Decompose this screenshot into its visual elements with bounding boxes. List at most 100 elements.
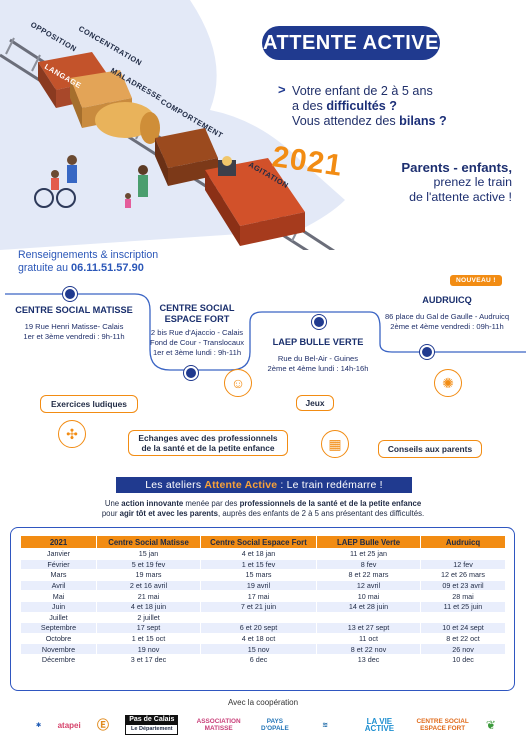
table-cell: 15 mars [200, 569, 317, 581]
table-cell: 19 avril [200, 579, 317, 592]
table-cell: 11 et 25 jan [316, 548, 421, 560]
activity-echanges: Echanges avec des professionnels de la s… [128, 430, 288, 456]
lead-question: Votre enfant de 2 à 5 ans a des difficul… [278, 84, 508, 129]
intro-part: menée par des [183, 499, 240, 508]
banner-highlight: Attente Active [204, 479, 278, 491]
table-cell: 17 mai [200, 590, 317, 602]
table-cell: 10 et 24 sept [420, 622, 506, 634]
table-cell: 3 et 17 dec [96, 653, 201, 666]
route-line [5, 293, 526, 371]
table-header-cell: Audruicq [420, 535, 506, 549]
table-cell: 12 avril [316, 579, 421, 592]
location-pin-icon [63, 287, 77, 301]
family-illustration [34, 155, 148, 208]
table-cell: 17 sept [96, 622, 201, 634]
page-title: ATTENTE ACTIVE [262, 26, 440, 60]
logo-pdc-text: Pas de Calais [125, 715, 179, 724]
intro-part: action innovante [121, 499, 184, 508]
logo-vie-active: LA VIE ACTIVE [364, 717, 395, 733]
table-header-cell: LAEP Bulle Verte [316, 535, 421, 549]
table-cell [420, 548, 506, 560]
logo-matisse: ASSOCIATION MATISSE [196, 718, 241, 732]
table-cell: 21 mai [96, 590, 201, 602]
location-matisse: CENTRE SOCIAL MATISSE 19 Rue Henri Matis… [10, 305, 138, 342]
table-cell: 19 mars [96, 569, 201, 581]
location-address: 86 place du Gal de Gaulle - Audruicq [384, 312, 510, 321]
table-header-cell: 2021 [20, 535, 97, 549]
contact-line-1: Renseignements & inscription [18, 249, 159, 261]
table-cell: Juillet [20, 611, 97, 624]
wagon-4 [155, 128, 218, 186]
table-cell: 10 dec [420, 653, 506, 666]
banner-post: : Le train redémarre ! [280, 479, 383, 491]
table-cell: 12 et 26 mars [420, 569, 506, 581]
logo-emblem: Ⓔ [96, 717, 109, 732]
location-bulle-verte: LAEP BULLE VERTE Rue du Bel-Air - Guines… [256, 337, 380, 374]
cooperation-label: Avec la coopération [227, 698, 299, 707]
table-cell: 10 mai [316, 590, 421, 602]
logo-leaf: ❦ [485, 717, 496, 732]
intro-part: , auprès des enfants de 2 à 5 ans présen… [217, 509, 425, 518]
logo-espace-fort: CENTRE SOCIAL ESPACE FORT [416, 718, 469, 732]
train-illustration: OPPOSITION CONCENTRATION LANGAGE MALADRE… [0, 0, 345, 250]
new-badge: NOUVEAU ! [450, 275, 502, 286]
table-cell: 13 et 27 sept [316, 622, 421, 634]
location-pin-icon [420, 345, 434, 359]
logo-atapei: atapei [57, 720, 81, 730]
location-name-2: ESPACE FORT [164, 314, 230, 324]
location-schedule: 2ème et 4ème vendredi : 09h-11h [390, 322, 504, 331]
table-cell: 2 juillet [96, 611, 201, 624]
slogan-line-2: prenez le train [433, 175, 512, 189]
location-address: 19 Rue Henri Matisse- Calais [24, 322, 124, 331]
table-cell: 19 nov [96, 643, 201, 655]
table-cell: 4 et 18 jan [200, 548, 317, 560]
lead-line-3b: bilans ? [399, 114, 447, 128]
section-banner: Les ateliers Attente Active : Le train r… [116, 477, 412, 493]
activity-jeux: Jeux [296, 395, 334, 411]
intro-part: Une [104, 499, 122, 508]
phone-number[interactable]: 06.11.51.57.90 [71, 262, 144, 274]
wagon-3 [95, 102, 160, 144]
table-cell: 2 et 16 avril [96, 579, 201, 592]
table-cell: 26 nov [420, 643, 506, 655]
table-cell: Avril [20, 579, 97, 592]
table-cell: 1 et 15 oct [96, 632, 201, 645]
location-pin-icon [184, 366, 198, 380]
table-cell: 4 et 18 juin [96, 600, 201, 613]
table-cell: 28 mai [420, 590, 506, 602]
location-name: LAEP BULLE VERTE [272, 337, 364, 347]
puzzle-icon: ✣ [58, 420, 86, 448]
table-cell: Octobre [20, 632, 97, 645]
table-cell [200, 611, 317, 624]
slogan-line-1: Parents - enfants, [401, 160, 512, 175]
slogan-line-3: de l'attente active ! [409, 190, 512, 204]
slogan: Parents - enfants, prenez le train de l'… [352, 160, 512, 205]
activity-conseils: Conseils aux parents [378, 440, 482, 458]
contact-info: Renseignements & inscription gratuite au… [18, 249, 158, 275]
location-name-1: CENTRE SOCIAL [159, 303, 235, 313]
intro-part: agir tôt et avec les parents [119, 509, 218, 518]
table-cell: Septembre [20, 622, 97, 634]
location-address-2: Fond de Cour - Translocaux [149, 338, 245, 347]
logo-departement: Le Département [125, 724, 179, 735]
logo-caf: ✱ [36, 721, 42, 729]
blocks-icon: ▦ [321, 430, 349, 458]
lightbulb-icon: ✺ [434, 369, 462, 397]
table-cell: 8 et 22 oct [420, 632, 506, 645]
table-cell: 6 et 20 sept [200, 622, 317, 634]
table-cell: Février [20, 558, 97, 571]
location-schedule: 1er et 3ème lundi : 9h-11h [152, 348, 242, 357]
lead-line-2a: a des [292, 99, 327, 113]
table-cell: 8 fev [316, 558, 421, 571]
table-cell: 14 et 28 juin [316, 600, 421, 613]
